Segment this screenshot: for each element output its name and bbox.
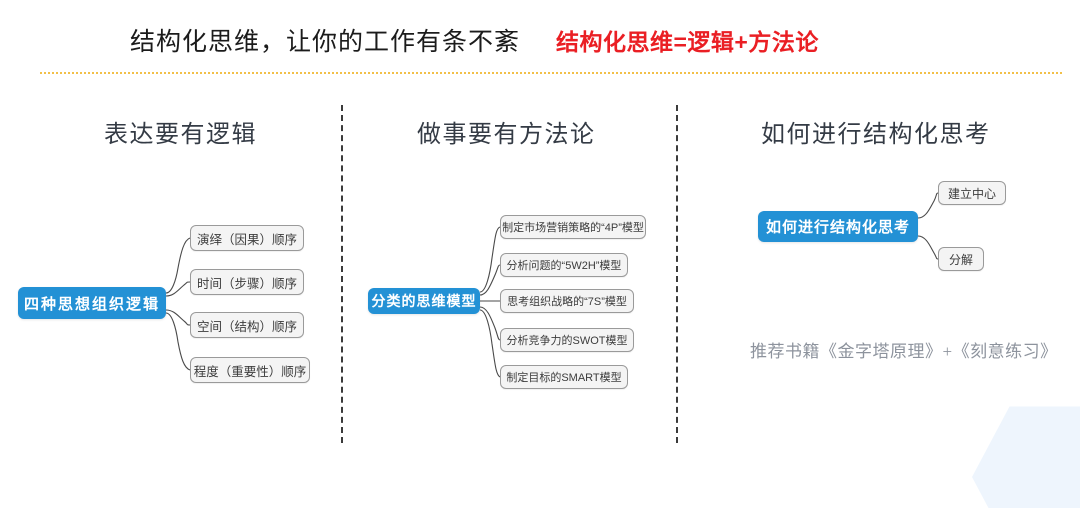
mindmap-models-node-5[interactable]: 制定目标的SMART模型	[500, 365, 628, 389]
gold-dotted-divider	[40, 72, 1062, 74]
page-title-accent: 结构化思维=逻辑+方法论	[556, 29, 819, 55]
mindmap-models-node-1[interactable]: 制定市场营销策略的“4P”模型	[500, 215, 646, 239]
mindmap-howto-node-1[interactable]: 建立中心	[938, 181, 1006, 205]
column-header-2: 做事要有方法论	[417, 122, 596, 148]
hexagon-decoration	[972, 406, 1080, 508]
column-divider-2	[676, 105, 678, 443]
mindmap-howto-root[interactable]: 如何进行结构化思考	[758, 211, 918, 242]
mindmap-models-node-2[interactable]: 分析问题的“5W2H”模型	[500, 253, 628, 277]
mindmap-models-node-4[interactable]: 分析竞争力的SWOT模型	[500, 328, 634, 352]
column-header-1: 表达要有逻辑	[104, 122, 257, 148]
mindmap-howto: 如何进行结构化思考 建立中心 分解	[700, 160, 1080, 290]
mindmap-logic-node-3[interactable]: 空间（结构）顺序	[190, 312, 304, 338]
mindmap-logic-node-1[interactable]: 演绎（因果）顺序	[190, 225, 304, 251]
mindmap-logic-root[interactable]: 四种思想组织逻辑	[18, 287, 166, 319]
recommended-books-note: 推荐书籍《金字塔原理》+《刻意练习》	[750, 342, 1058, 361]
mindmap-logic-node-4[interactable]: 程度（重要性）顺序	[190, 357, 310, 383]
mindmap-logic-node-2[interactable]: 时间（步骤）顺序	[190, 269, 304, 295]
mindmap-models-root[interactable]: 分类的思维模型	[368, 288, 480, 314]
column-header-3: 如何进行结构化思考	[761, 122, 991, 148]
mindmap-howto-connectors	[917, 192, 939, 260]
mindmap-howto-node-2[interactable]: 分解	[938, 247, 984, 271]
column-divider-1	[341, 105, 343, 443]
mindmap-logic: 四种思想组织逻辑 演绎（因果）顺序 时间（步骤）顺序 空间（结构）顺序 程度（重…	[0, 160, 340, 410]
page-title: 结构化思维，让你的工作有条不紊	[130, 29, 521, 56]
mindmap-models: 分类的思维模型 制定市场营销策略的“4P”模型 分析问题的“5W2H”模型 思考…	[360, 160, 676, 410]
mindmap-models-connectors	[479, 226, 501, 378]
mindmap-models-node-3[interactable]: 思考组织战略的“7S”模型	[500, 289, 634, 313]
headline: 结构化思维，让你的工作有条不紊 结构化思维=逻辑+方法论	[0, 22, 1080, 64]
mindmap-logic-connectors	[165, 237, 191, 371]
